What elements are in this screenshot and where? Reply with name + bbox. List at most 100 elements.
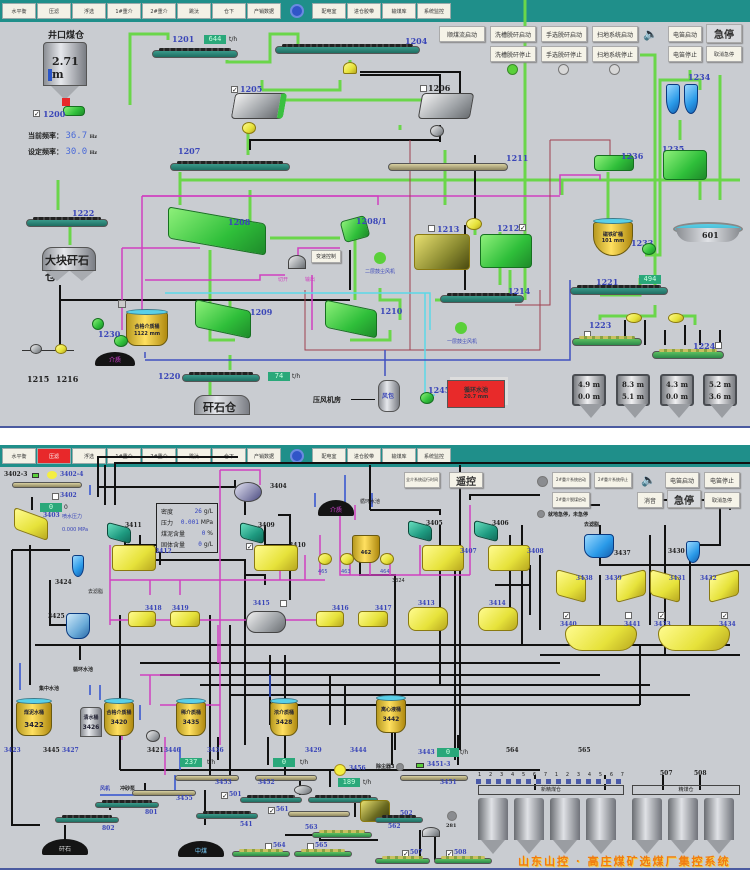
thick-medium-tank-3428[interactable]: 浓介质桶 3428 [270, 702, 298, 736]
belt-1201[interactable] [152, 48, 238, 58]
pump-1230-a[interactable] [92, 318, 104, 330]
checkbox-1206[interactable] [420, 85, 427, 92]
pump-464[interactable] [380, 553, 394, 565]
belt-541[interactable] [196, 811, 258, 819]
magnetite-bucket[interactable]: 磁铁矿桶 101 mm [593, 222, 633, 256]
crusher-3415[interactable] [246, 611, 286, 633]
checkbox-3415[interactable] [280, 600, 287, 607]
nav-power-room[interactable]: 配电室 [312, 448, 346, 464]
nav-bin-belt[interactable]: 进仓胶带 [347, 448, 381, 464]
belt-564[interactable] [232, 849, 290, 857]
nav-under-bin[interactable]: 仓下 [212, 448, 246, 464]
valve-icon[interactable] [118, 300, 126, 308]
nav-dense-medium-2[interactable]: 2#重介 [142, 448, 176, 464]
belt-1222[interactable] [26, 217, 108, 227]
splitter-1211[interactable] [466, 218, 482, 230]
cyclone-3424[interactable] [72, 555, 84, 577]
pump-1230-b[interactable] [114, 335, 128, 347]
splitter-502[interactable] [422, 827, 440, 837]
screen-3408[interactable] [488, 545, 530, 571]
belt-3453[interactable] [175, 775, 239, 781]
screen-1209[interactable] [195, 299, 251, 339]
silo-7[interactable] [704, 798, 734, 854]
checkbox-501[interactable]: ✓ [221, 792, 228, 800]
checkbox-3409[interactable]: ✓ [246, 543, 253, 551]
feeder-1200[interactable] [63, 106, 85, 116]
centrifuge-group-3433-3434[interactable] [658, 625, 730, 651]
magnetic-separator-3418[interactable] [128, 611, 156, 627]
air-tank[interactable]: 风包 [378, 380, 400, 412]
checkbox-3440[interactable]: ✓ [563, 612, 570, 620]
jig-1208[interactable] [168, 206, 266, 256]
nav-system-monitor[interactable]: 系统监控 [417, 3, 451, 19]
horn-start-button[interactable]: 电笛启动 [668, 26, 702, 42]
screen-1235[interactable] [663, 150, 707, 180]
centrifuge-group-3440-3441[interactable] [565, 625, 637, 651]
belt-1214[interactable] [440, 293, 524, 303]
slime-tank-3422[interactable]: 煤泥水桶 3422 [16, 702, 52, 736]
magnetic-separator-3419[interactable] [170, 611, 200, 627]
magnetic-separator-3417[interactable] [358, 611, 388, 627]
horn-stop-button[interactable]: 电笛停止 [668, 46, 702, 62]
crusher-1213[interactable] [414, 234, 470, 270]
belt-3451[interactable] [400, 775, 468, 781]
remote-control-button[interactable]: 遥控 [449, 472, 483, 488]
emergency-stop-button[interactable]: 急停 [706, 24, 742, 43]
horn-start-button[interactable]: 电笛启动 [665, 472, 699, 488]
belt-1223[interactable] [572, 336, 642, 346]
splitter-1223[interactable] [626, 313, 642, 323]
nav-jig[interactable]: 跳汰 [177, 3, 211, 19]
checkbox-3402[interactable] [52, 493, 59, 500]
splitter-gate[interactable] [288, 255, 306, 269]
nav-dense-medium-2[interactable]: 2#重介 [142, 3, 176, 19]
pump-1245[interactable] [420, 392, 434, 404]
nav-system-monitor[interactable]: 系统监控 [417, 448, 451, 464]
pump-1215[interactable] [30, 344, 42, 354]
screen-3410[interactable] [254, 545, 298, 571]
crusher-1212[interactable] [480, 234, 532, 268]
trough-gangue-stop-button[interactable]: 洗槽脱矸停止 [490, 46, 536, 62]
screen-1205[interactable] [230, 93, 288, 119]
sweep-system-stop-button[interactable]: 扫地系统停止 [592, 46, 638, 62]
nav-coal-storage[interactable]: 输煤库 [382, 448, 416, 464]
fan-1-indicator[interactable] [455, 322, 467, 334]
dm2-system-start-button[interactable]: 2#重介系统启动 [552, 472, 590, 488]
sweep-system-start-button[interactable]: 扫地系统启动 [592, 26, 638, 42]
speaker-icon[interactable]: 🔈 [643, 27, 658, 41]
splitter-1205[interactable] [242, 122, 256, 134]
belt-502[interactable] [375, 815, 423, 823]
checkbox-1200[interactable]: ✓ [33, 110, 40, 118]
checkbox-1224[interactable] [715, 342, 722, 349]
nav-dense-medium-1[interactable]: 1#重介 [107, 3, 141, 19]
screen-1236[interactable] [594, 155, 634, 171]
dilute-medium-tank-3435[interactable]: 稀介质桶 3435 [176, 702, 206, 736]
belt-1207[interactable] [170, 161, 290, 171]
belt-3452[interactable] [255, 775, 317, 781]
nav-production-data[interactable]: 产销数据 [247, 448, 281, 464]
qualified-medium-bucket[interactable]: 合格介质桶 1122 mm [126, 312, 168, 346]
filter-3437[interactable] [584, 534, 614, 558]
belt-3402[interactable] [12, 482, 82, 488]
belt-1211[interactable] [388, 163, 508, 171]
belt-3455[interactable] [132, 790, 196, 796]
belt-1221[interactable] [570, 285, 668, 295]
coal-bin-4[interactable]: 5.2 m 3.6 m [703, 374, 737, 418]
belt-1204[interactable] [275, 44, 420, 54]
coal-bin-1[interactable]: 4.9 m 0.0 m [572, 374, 606, 418]
checkbox-1213[interactable] [428, 225, 435, 232]
centrifugate-tank-3442[interactable]: 离心液桶 3442 [376, 699, 406, 733]
nav-dense-medium-1[interactable]: 1#重介 [107, 448, 141, 464]
thickener-601[interactable]: 601 [676, 228, 740, 242]
screen-1210[interactable] [325, 299, 377, 339]
belt-563[interactable] [312, 830, 372, 838]
distributor-3404[interactable] [234, 482, 262, 502]
run-time-button[interactable]: 全介系统运行时间 [404, 472, 440, 488]
cancel-emergency-stop-button[interactable]: 取消急停 [706, 46, 742, 62]
coal-flow-start-button[interactable]: 顺煤流启动 [439, 26, 485, 42]
nav-production-data[interactable]: 产销数据 [247, 3, 281, 19]
fan-2-indicator[interactable] [374, 252, 386, 264]
nav-flotation[interactable]: 浮选 [72, 3, 106, 19]
pump-465[interactable] [318, 553, 332, 565]
checkbox-1205[interactable]: ✓ [231, 86, 238, 94]
pump-463[interactable] [340, 553, 354, 565]
